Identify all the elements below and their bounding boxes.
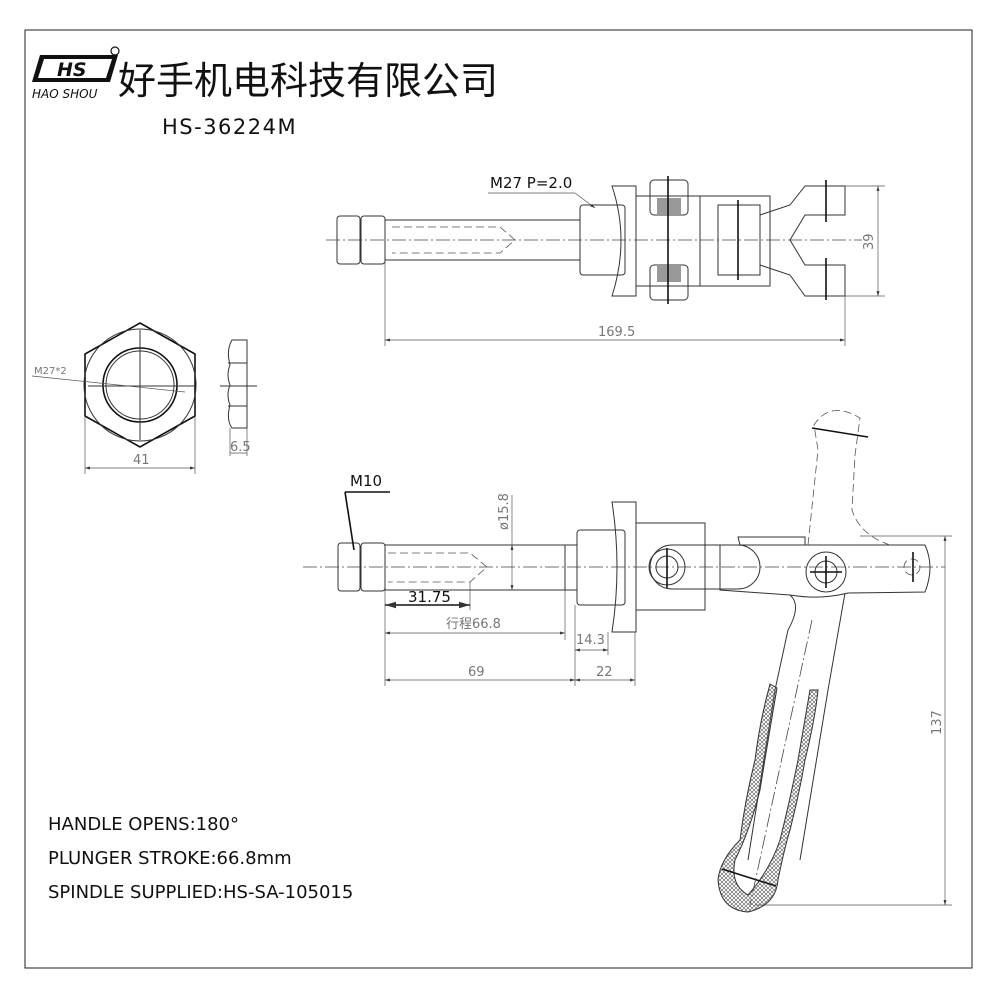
nut-thickness-dimension: 6.5 xyxy=(230,440,251,455)
drawing-border xyxy=(24,29,973,969)
note-spindle-supplied: SPINDLE SUPPLIED:HS-SA-105015 xyxy=(48,882,353,903)
body-dimension: 22 xyxy=(596,665,613,680)
model-number: HS-36224M xyxy=(162,115,297,139)
stroke-dimension: 行程66.8 xyxy=(446,617,501,632)
height-dimension: 39 xyxy=(862,233,877,250)
diameter-dimension: ø15.8 xyxy=(497,493,512,530)
company-logo: HS HAO SHOU xyxy=(32,46,120,101)
logo-mark: HS xyxy=(57,59,87,81)
depth-dimension: 31.75 xyxy=(408,588,451,606)
top-view: M27 P=2.0 169.5 39 xyxy=(326,174,885,346)
logo-subtitle: HAO SHOU xyxy=(32,87,98,101)
side-view: M10 ø15.8 31.75 行程66.8 14.3 69 22 137 xyxy=(303,410,952,913)
flange-dimension: 14.3 xyxy=(576,633,605,648)
side-thread-label: M10 xyxy=(350,472,382,490)
rod-dimension: 69 xyxy=(468,665,485,680)
nut-width-dimension: 41 xyxy=(133,453,150,468)
length-dimension: 169.5 xyxy=(598,325,635,340)
note-handle-opens: HANDLE OPENS:180° xyxy=(48,814,239,835)
handle-height-dimension: 137 xyxy=(930,710,945,735)
note-plunger-stroke: PLUNGER STROKE:66.8mm xyxy=(48,848,292,869)
nut-view: M27*2 41 6.5 xyxy=(31,322,257,474)
nut-thread-label: M27*2 xyxy=(34,366,67,377)
top-thread-label: M27 P=2.0 xyxy=(490,174,572,192)
company-name: 好手机电科技有限公司 xyxy=(118,59,498,103)
